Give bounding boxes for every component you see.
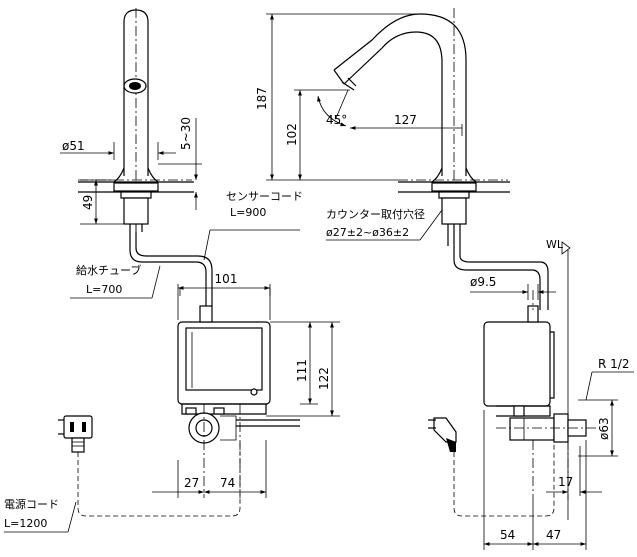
supply-tube-name: 給水チューブ <box>76 263 141 277</box>
dim-d9-5: ø9.5 <box>470 275 496 289</box>
dim-122: 122 <box>317 367 331 390</box>
dim-127: 127 <box>394 113 417 127</box>
supply-tube-length: L=700 <box>86 283 122 296</box>
dim-5-30: 5~30 <box>179 117 193 150</box>
front-view-faucet <box>78 8 194 240</box>
dim-49: 49 <box>81 195 95 210</box>
dim-101: 101 <box>215 272 238 286</box>
counter-hole-diameter: ø27±2~ø36±2 <box>326 226 409 239</box>
side-dimensions: 187 102 45° 127 カウンター取付穴径 ø27±2~ø36±2 <box>255 13 463 241</box>
supply-tube-front <box>129 232 207 306</box>
dim-27: 27 <box>184 476 199 490</box>
sensor-cord-name: センサーコード <box>226 190 303 203</box>
dim-d51: ø51 <box>62 139 85 153</box>
wl-label: WL <box>546 238 564 251</box>
sensor-cord-length: L=900 <box>230 206 266 219</box>
supply-tube-side <box>459 246 549 310</box>
thread-label: R 1/2 <box>598 357 629 371</box>
power-plug-front <box>58 415 241 517</box>
dim-54: 54 <box>500 528 515 542</box>
counter-hole-name: カウンター取付穴径 <box>326 207 425 221</box>
front-dimensions: ø51 5~30 49 101 111 122 27 74 <box>60 117 340 498</box>
dim-102: 102 <box>285 123 299 146</box>
dim-187: 187 <box>255 87 269 110</box>
side-view-faucet <box>333 8 510 246</box>
side-box-dimensions: ø9.5 ø63 R 1/2 17 54 47 <box>470 275 634 550</box>
angle-45: 45° <box>326 113 347 127</box>
water-level-marker: WL <box>546 238 571 520</box>
dim-47: 47 <box>546 528 561 542</box>
front-view-control-box <box>177 288 300 498</box>
power-plug-side <box>428 417 555 517</box>
dim-74: 74 <box>220 476 235 490</box>
dim-d63: ø63 <box>597 417 611 440</box>
dim-17: 17 <box>558 475 573 489</box>
left-labels: センサーコード L=900 給水チューブ L=700 電源コード L=1200 <box>4 190 303 533</box>
power-cord-length: L=1200 <box>4 517 47 530</box>
power-cord-name: 電源コード <box>4 497 59 511</box>
side-view-control-box <box>483 290 598 500</box>
dim-111: 111 <box>295 359 309 382</box>
